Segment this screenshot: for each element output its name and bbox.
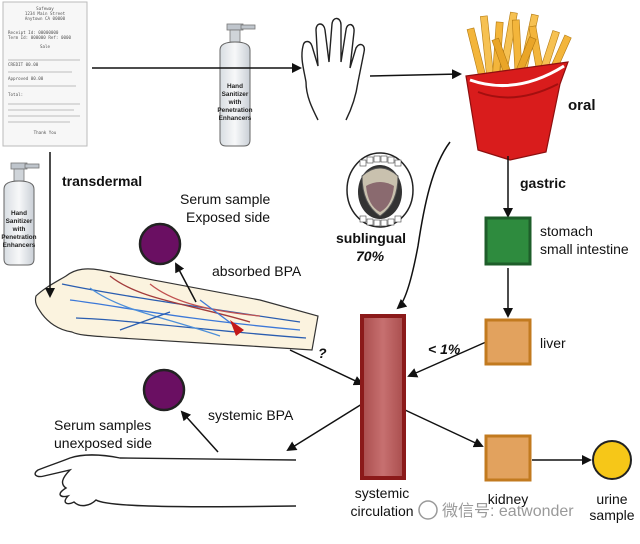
receipt-line: Safeway: [36, 6, 54, 11]
receipt-line: Term Id: 000000 Ref: 0000: [8, 35, 72, 40]
receipt-line: Sale: [40, 44, 51, 49]
label-kidney: kidney: [488, 491, 528, 507]
serum-sample-unexposed-circle: [142, 368, 186, 412]
bottle-text: with: [12, 226, 26, 233]
label-oral: oral: [568, 97, 596, 114]
bottle-text: Enhancers: [3, 242, 36, 249]
label-serum-exposed-1: Serum sample: [180, 191, 270, 207]
label-circulation: circulation: [350, 503, 413, 519]
fries-image: [465, 11, 572, 161]
arm-outline-image: [34, 454, 297, 508]
wechat-icon: [418, 500, 438, 520]
kidney-box: [484, 434, 532, 482]
label-serum-unexposed-1: Serum samples: [54, 417, 151, 433]
bottle-text: Sanitizer: [6, 218, 33, 225]
label-serum-unexposed-2: unexposed side: [54, 435, 152, 451]
bottle-text: with: [228, 99, 242, 106]
label-systemic-bpa: systemic BPA: [208, 407, 294, 423]
bottle-text: Penetration: [1, 234, 36, 241]
mouth-image: [346, 152, 414, 228]
receipt-line: Anytown CA 00000: [25, 16, 66, 21]
label-urine: urine: [596, 491, 627, 507]
label-systemic: systemic: [355, 485, 409, 501]
arrow-circulation-to-kidney: [404, 409, 484, 448]
flow-arrows: [45, 63, 592, 465]
receipt-line: CREDIT 00.00: [8, 62, 39, 67]
label-transdermal: transdermal: [62, 173, 142, 189]
hand-outline: [301, 17, 366, 121]
arrow-arm-to-serum-unexposed: [180, 410, 219, 453]
receipt-line: Total:: [8, 92, 23, 97]
receipt-line: 1234 Main Street: [25, 11, 66, 16]
systemic-circulation-bar: [360, 314, 406, 480]
label-small-intestine: small intestine: [540, 241, 629, 257]
arrow-liver-to-circulation: [407, 341, 487, 378]
bottle-text: Penetration: [217, 107, 252, 114]
urine-sample-circle: [592, 440, 632, 480]
label-liver-pct: < 1%: [428, 341, 461, 357]
bottle-text: Hand: [11, 210, 27, 217]
label-sample: sample: [589, 507, 634, 523]
arrow-arm-to-circulation: [289, 349, 364, 386]
label-gastric: gastric: [520, 175, 566, 191]
label-stomach: stomach: [540, 223, 593, 239]
receipt-line: Approved 00.00: [8, 76, 44, 81]
serum-sample-exposed-circle: [138, 222, 182, 266]
bottle-text: Sanitizer: [222, 91, 249, 98]
sanitizer-bottle-left: Hand Sanitizer with Penetration Enhancer…: [1, 162, 40, 266]
arrow-hand-to-fries: [369, 69, 462, 80]
sanitizer-bottle-top: Hand Sanitizer with Penetration Enhancer…: [217, 23, 256, 147]
arm-veins-image: [34, 268, 319, 351]
arrow-arm-to-serum-exposed: [175, 262, 197, 303]
arrow-oral-to-circulation: [396, 141, 451, 310]
liver-box: [484, 318, 532, 366]
stomach-box: [484, 216, 532, 266]
label-liver: liver: [540, 335, 566, 351]
receipt-image: Safeway 1234 Main Street Anytown CA 0000…: [2, 1, 88, 147]
label-serum-exposed-2: Exposed side: [186, 209, 270, 225]
label-question: ?: [318, 345, 327, 361]
bottle-text: Enhancers: [219, 115, 252, 122]
watermark-text: 微信号: eatwonder: [442, 502, 574, 520]
receipt-line: Receipt Id: 00000000: [8, 30, 59, 35]
label-sublingual: sublingual: [336, 230, 406, 246]
arrow-circulation-to-arm: [286, 403, 363, 452]
watermark: 微信号: eatwonder: [418, 500, 574, 520]
label-absorbed-bpa: absorbed BPA: [212, 263, 302, 279]
label-sublingual-pct: 70%: [356, 248, 385, 264]
receipt-line: Thank You: [34, 130, 57, 135]
bottle-text: Hand: [227, 83, 243, 90]
